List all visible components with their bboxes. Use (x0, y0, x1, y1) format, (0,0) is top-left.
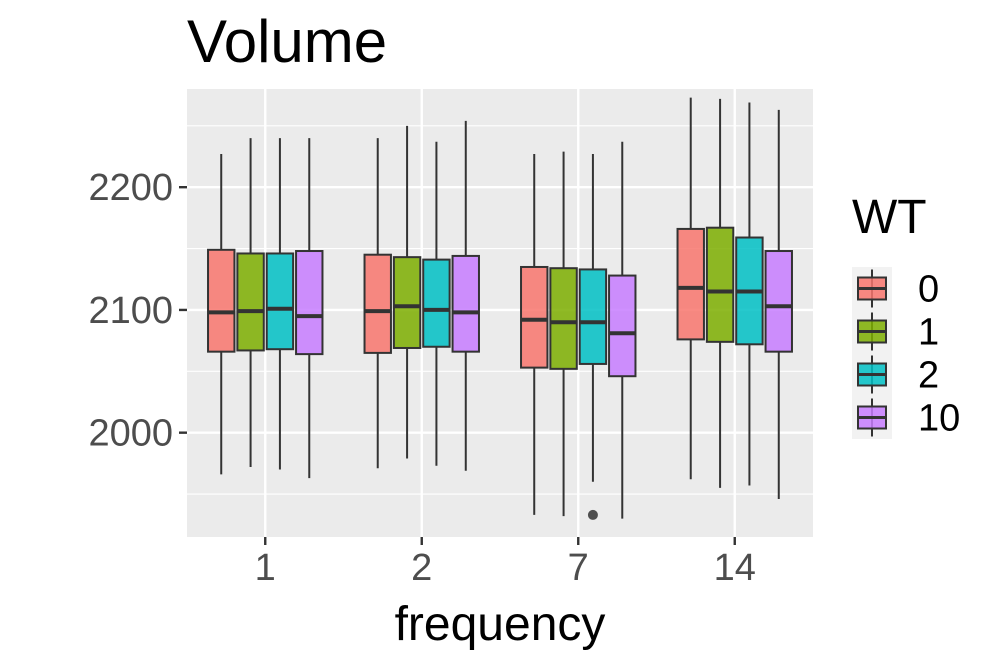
x-tick-label: 1 (255, 547, 276, 589)
box-14-0 (676, 97, 705, 480)
box-2-2 (422, 141, 451, 466)
y-tick-label: 2000 (88, 413, 173, 455)
box-body (451, 254, 480, 353)
legend-item-1: 1 (857, 312, 939, 354)
box-7-2 (578, 154, 608, 520)
outlier-point (587, 509, 598, 520)
y-axis: 2000 2100 2200 (88, 167, 187, 455)
box-1-0 (207, 154, 236, 475)
box-body (608, 274, 637, 378)
box-body (676, 227, 705, 341)
box-body (295, 250, 324, 356)
box-14-2 (735, 102, 764, 486)
box-body (549, 267, 578, 370)
x-axis: 1 2 7 14 (255, 537, 756, 589)
x-tick-label: 14 (714, 547, 756, 589)
box-body (422, 258, 451, 348)
legend-label: 1 (918, 312, 939, 354)
x-tick-label: 7 (568, 547, 589, 589)
box-1-10 (295, 138, 324, 479)
legend-label: 2 (918, 355, 939, 397)
legend-title: WT (852, 191, 927, 244)
box-2-0 (363, 138, 392, 469)
box-7-1 (549, 151, 578, 517)
box-1-1 (236, 138, 265, 468)
box-body (363, 253, 392, 354)
legend-item-2: 2 (857, 355, 939, 397)
box-14-1 (705, 98, 735, 488)
y-tick-label: 2100 (88, 290, 173, 332)
legend-item-10: 10 (857, 398, 960, 440)
y-tick-label: 2200 (88, 167, 173, 209)
box-7-10 (608, 141, 637, 519)
box-1-2 (265, 138, 295, 470)
box-body (392, 256, 422, 349)
chart-title: Volume (187, 8, 387, 75)
legend-item-0: 0 (857, 269, 939, 311)
box-body (705, 226, 735, 343)
box-2-10 (451, 120, 480, 471)
box-body (764, 250, 793, 353)
box-body (265, 252, 295, 351)
grid-major (187, 89, 813, 537)
box-body (207, 248, 236, 353)
box-2-1 (392, 125, 422, 459)
legend-label: 10 (918, 398, 960, 440)
x-axis-title: frequency (395, 598, 606, 651)
legend-label: 0 (918, 269, 939, 311)
box-body (578, 268, 608, 365)
box-14-10 (764, 109, 793, 499)
box-body (520, 265, 549, 369)
box-body (236, 252, 265, 352)
box-7-0 (520, 154, 549, 515)
box-series (207, 97, 793, 520)
x-tick-label: 2 (411, 547, 432, 589)
